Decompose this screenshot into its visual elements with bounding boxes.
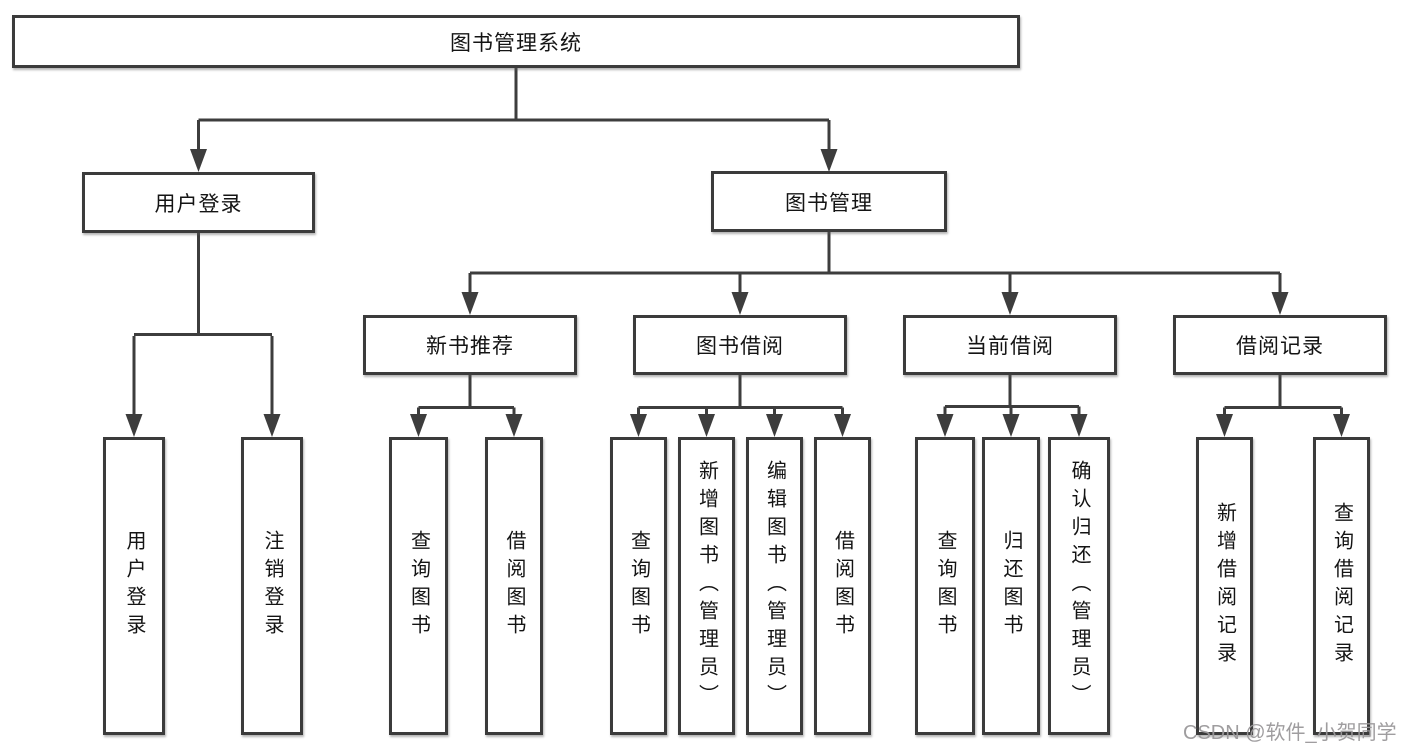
node-new-book-recommendation-label: 新书推荐 <box>426 335 514 358</box>
leaf-logout-label: 注销登录 <box>261 530 283 642</box>
connector-paths <box>132 68 1343 433</box>
leaf-add-borrow-record: 新增借阅记录 <box>1196 437 1253 735</box>
node-borrowing-records: 借阅记录 <box>1173 315 1387 375</box>
node-borrowing-records-label: 借阅记录 <box>1236 335 1324 358</box>
node-book-management-module: 图书管理 <box>711 171 947 232</box>
leaf-query-books-current: 查询图书 <box>915 437 975 735</box>
csdn-watermark: CSDN @软件_小贺同学 <box>1183 722 1397 744</box>
leaf-query-books-recommend: 查询图书 <box>389 437 448 735</box>
node-root-system: 图书管理系统 <box>12 15 1020 68</box>
node-book-borrowing: 图书借阅 <box>633 315 847 375</box>
leaf-query-borrow-record: 查询借阅记录 <box>1313 437 1370 735</box>
leaf-user-login: 用户登录 <box>103 437 165 735</box>
leaf-borrow-books-recommend: 借阅图书 <box>485 437 543 735</box>
leaf-add-borrow-record-label: 新增借阅记录 <box>1213 502 1236 670</box>
node-user-login-module-label: 用户登录 <box>154 192 243 216</box>
leaf-edit-books-admin-label: 编辑图书（管理员） <box>763 460 786 712</box>
leaf-query-books-recommend-label: 查询图书 <box>407 530 430 642</box>
node-current-borrowing-label: 当前借阅 <box>966 335 1054 358</box>
node-current-borrowing: 当前借阅 <box>903 315 1117 375</box>
node-root-system-label: 图书管理系统 <box>450 31 582 55</box>
leaf-borrow-books: 借阅图书 <box>814 437 871 735</box>
arrowheads <box>125 149 1350 437</box>
leaf-confirm-return-admin: 确认归还（管理员） <box>1048 437 1110 735</box>
node-user-login-module: 用户登录 <box>82 172 315 233</box>
leaf-add-books-admin: 新增图书（管理员） <box>678 437 735 735</box>
leaf-edit-books-admin: 编辑图书（管理员） <box>746 437 803 735</box>
leaf-query-books-current-label: 查询图书 <box>934 530 956 642</box>
node-new-book-recommendation: 新书推荐 <box>363 315 577 375</box>
leaf-return-books: 归还图书 <box>982 437 1040 735</box>
node-book-borrowing-label: 图书借阅 <box>696 335 784 358</box>
leaf-return-books-label: 归还图书 <box>1000 530 1022 642</box>
leaf-query-borrow-record-label: 查询借阅记录 <box>1330 502 1353 670</box>
leaf-logout: 注销登录 <box>241 437 303 735</box>
leaf-add-books-admin-label: 新增图书（管理员） <box>695 460 718 712</box>
leaf-user-login-label: 用户登录 <box>123 530 145 642</box>
leaf-query-books-borrow-label: 查询图书 <box>627 530 650 642</box>
leaf-borrow-books-label: 借阅图书 <box>831 530 854 642</box>
node-book-management-module-label: 图书管理 <box>785 191 873 215</box>
leaf-borrow-books-recommend-label: 借阅图书 <box>503 530 525 642</box>
leaf-confirm-return-admin-label: 确认归还（管理员） <box>1068 460 1090 712</box>
leaf-query-books-borrow: 查询图书 <box>610 437 667 735</box>
